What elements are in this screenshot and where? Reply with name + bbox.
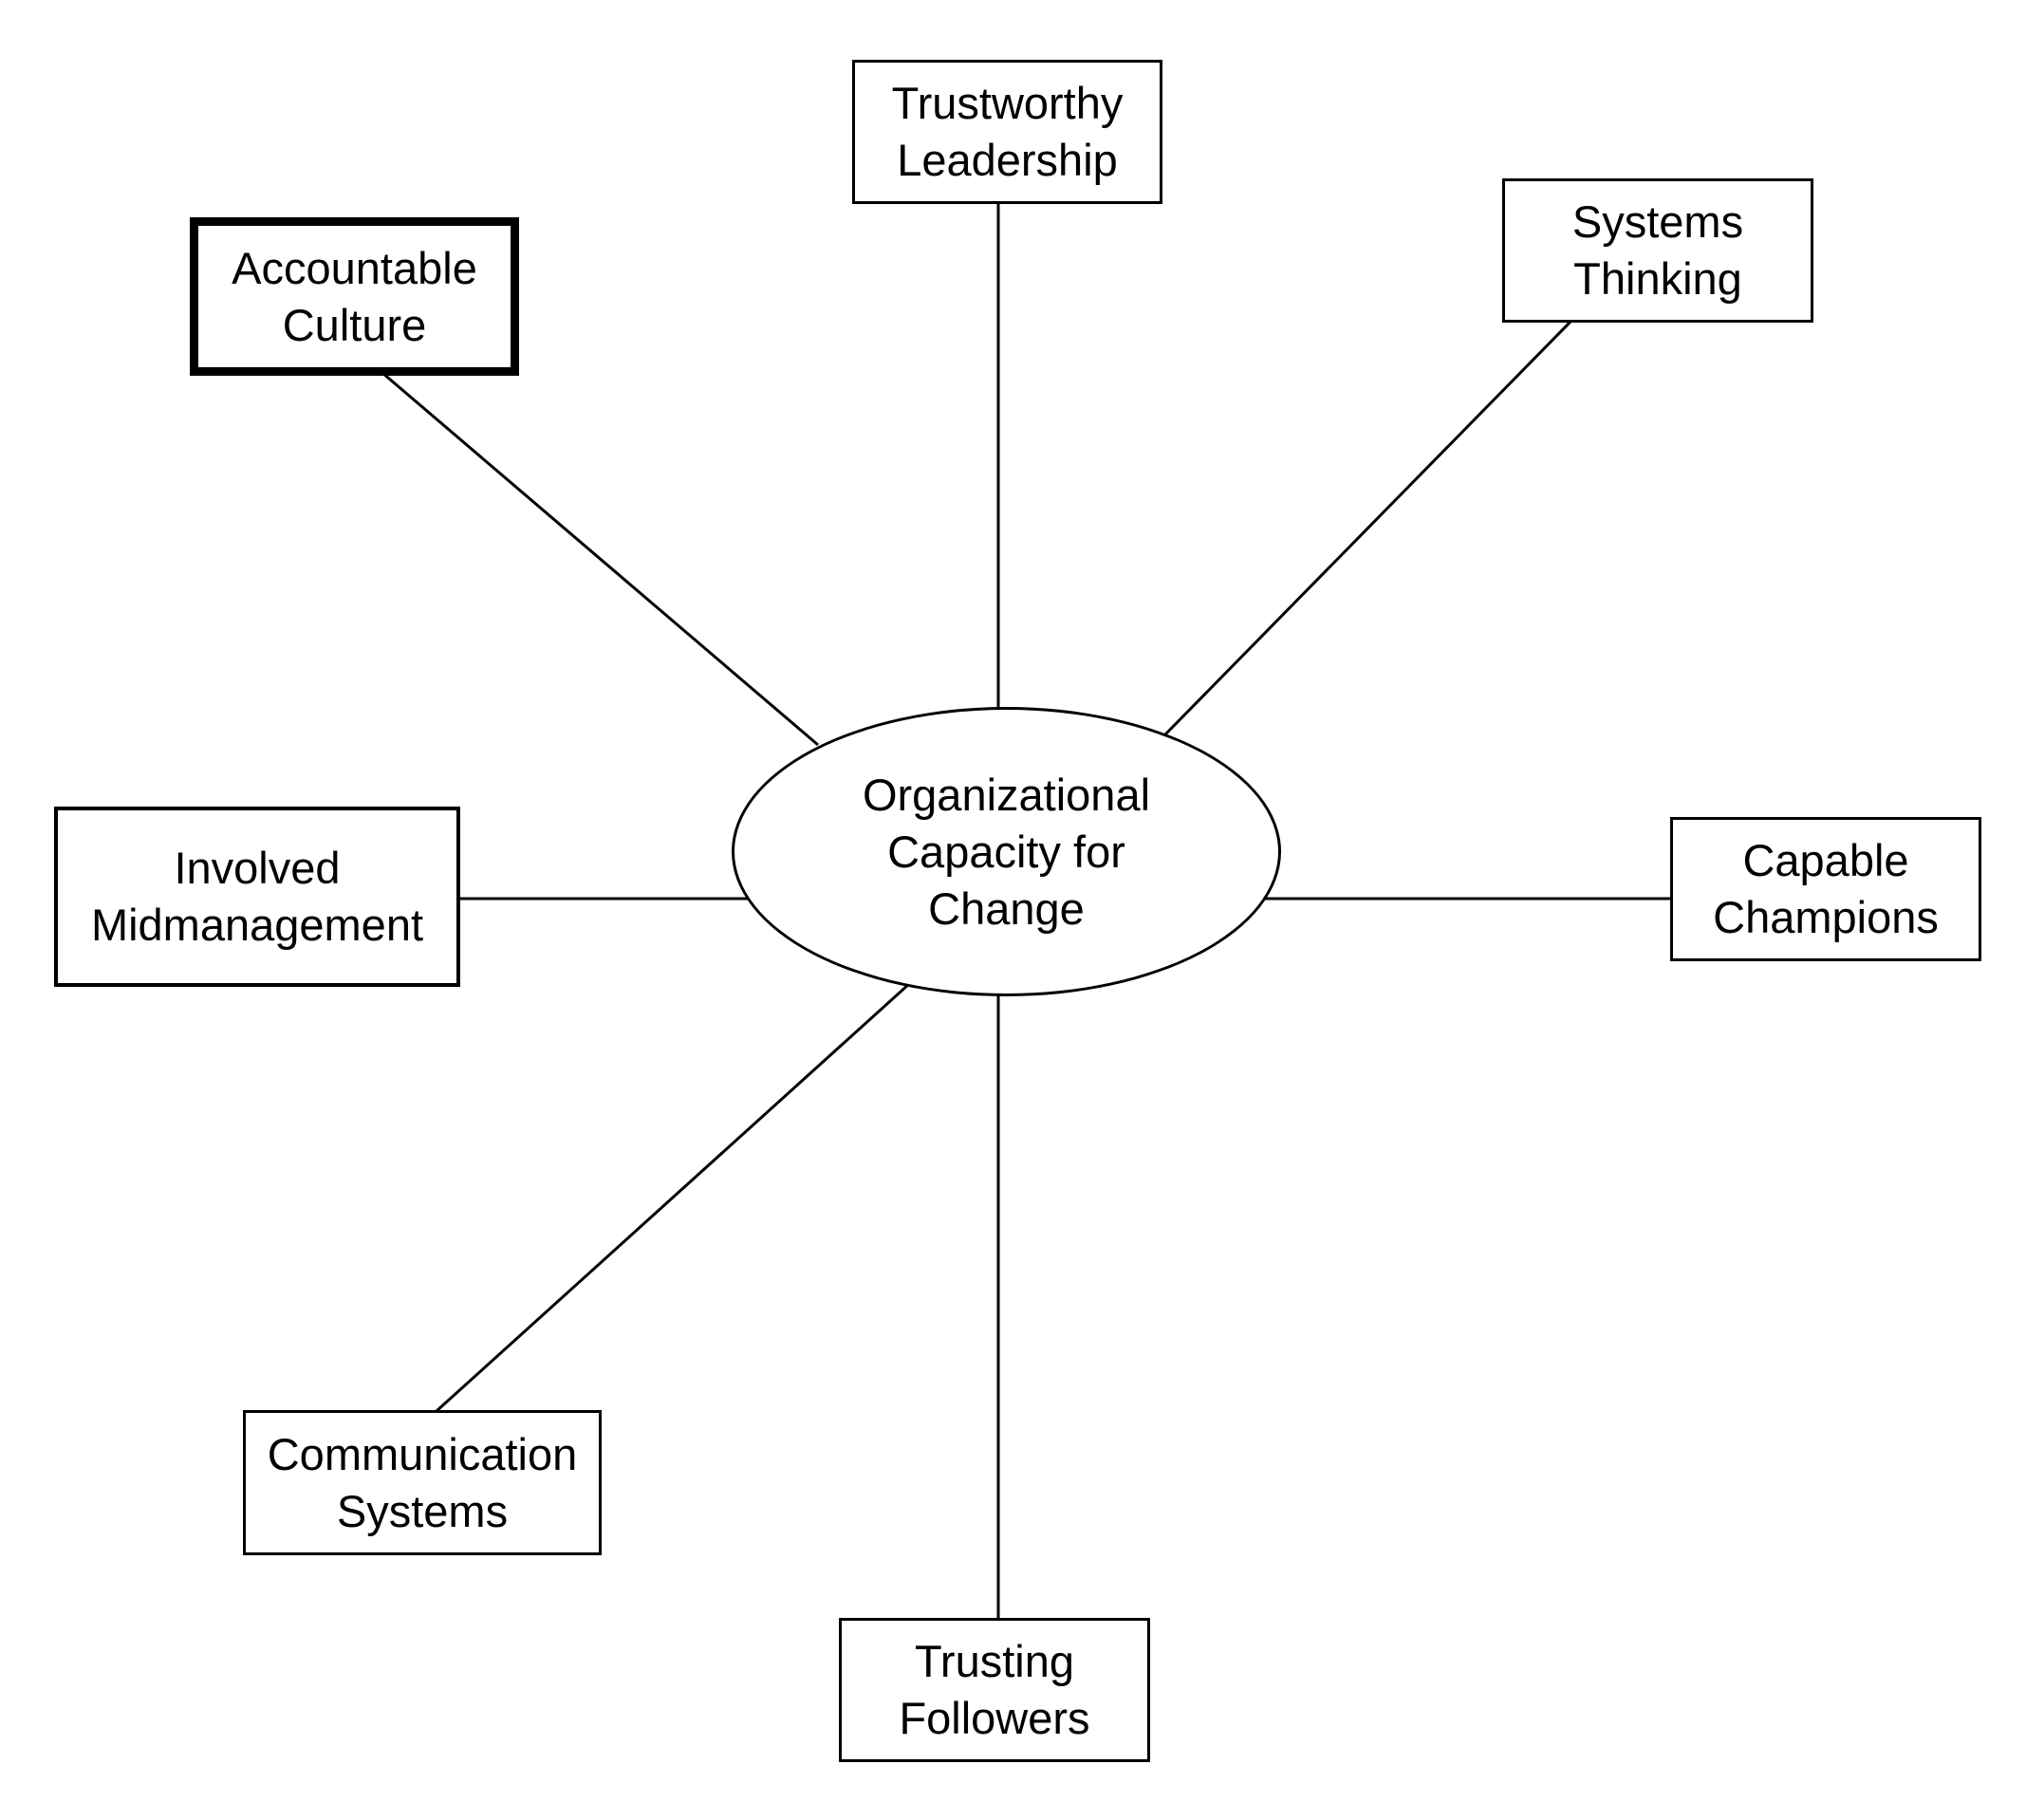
node-label-line-1: Accountable <box>232 242 477 293</box>
node-label-line-2: Midmanagement <box>90 900 424 950</box>
node-trustworthy-leadership: Trustworthy Leadership <box>852 60 1162 204</box>
node-trusting-followers: Trusting Followers <box>839 1618 1150 1762</box>
node-label-line-2: Culture <box>282 299 427 350</box>
center-line-3: Change <box>928 882 1085 934</box>
node-communication-systems: Communication Systems <box>243 1410 602 1555</box>
center-line-2: Capacity for <box>887 826 1125 877</box>
node-label-line-1: Trustworthy <box>891 78 1124 128</box>
node-label-line-2: Leadership <box>897 135 1118 185</box>
node-label-line-1: Systems <box>1571 196 1744 247</box>
node-label-line-2: Champions <box>1713 892 1939 942</box>
node-label-line-1: Communication <box>267 1428 578 1479</box>
edge-communication-systems <box>435 982 911 1413</box>
center-node-organizational-capacity: Organizational Capacity for Change <box>732 707 1281 996</box>
center-line-1: Organizational <box>862 769 1151 820</box>
node-label-line-2: Thinking <box>1573 253 1742 304</box>
edge-accountable-culture <box>381 371 819 747</box>
node-label-line-2: Followers <box>899 1693 1090 1743</box>
node-label-line-1: Trusting <box>914 1636 1075 1686</box>
node-label-line-1: Capable <box>1742 835 1909 885</box>
node-label-line-1: Involved <box>174 843 341 893</box>
node-capable-champions: Capable Champions <box>1670 817 1981 961</box>
node-label-line-2: Systems <box>336 1485 509 1536</box>
node-accountable-culture: Accountable Culture <box>190 217 519 376</box>
node-systems-thinking: Systems Thinking <box>1502 178 1813 323</box>
node-involved-midmanagement: Involved Midmanagement <box>54 807 460 987</box>
edge-systems-thinking <box>1163 320 1572 736</box>
